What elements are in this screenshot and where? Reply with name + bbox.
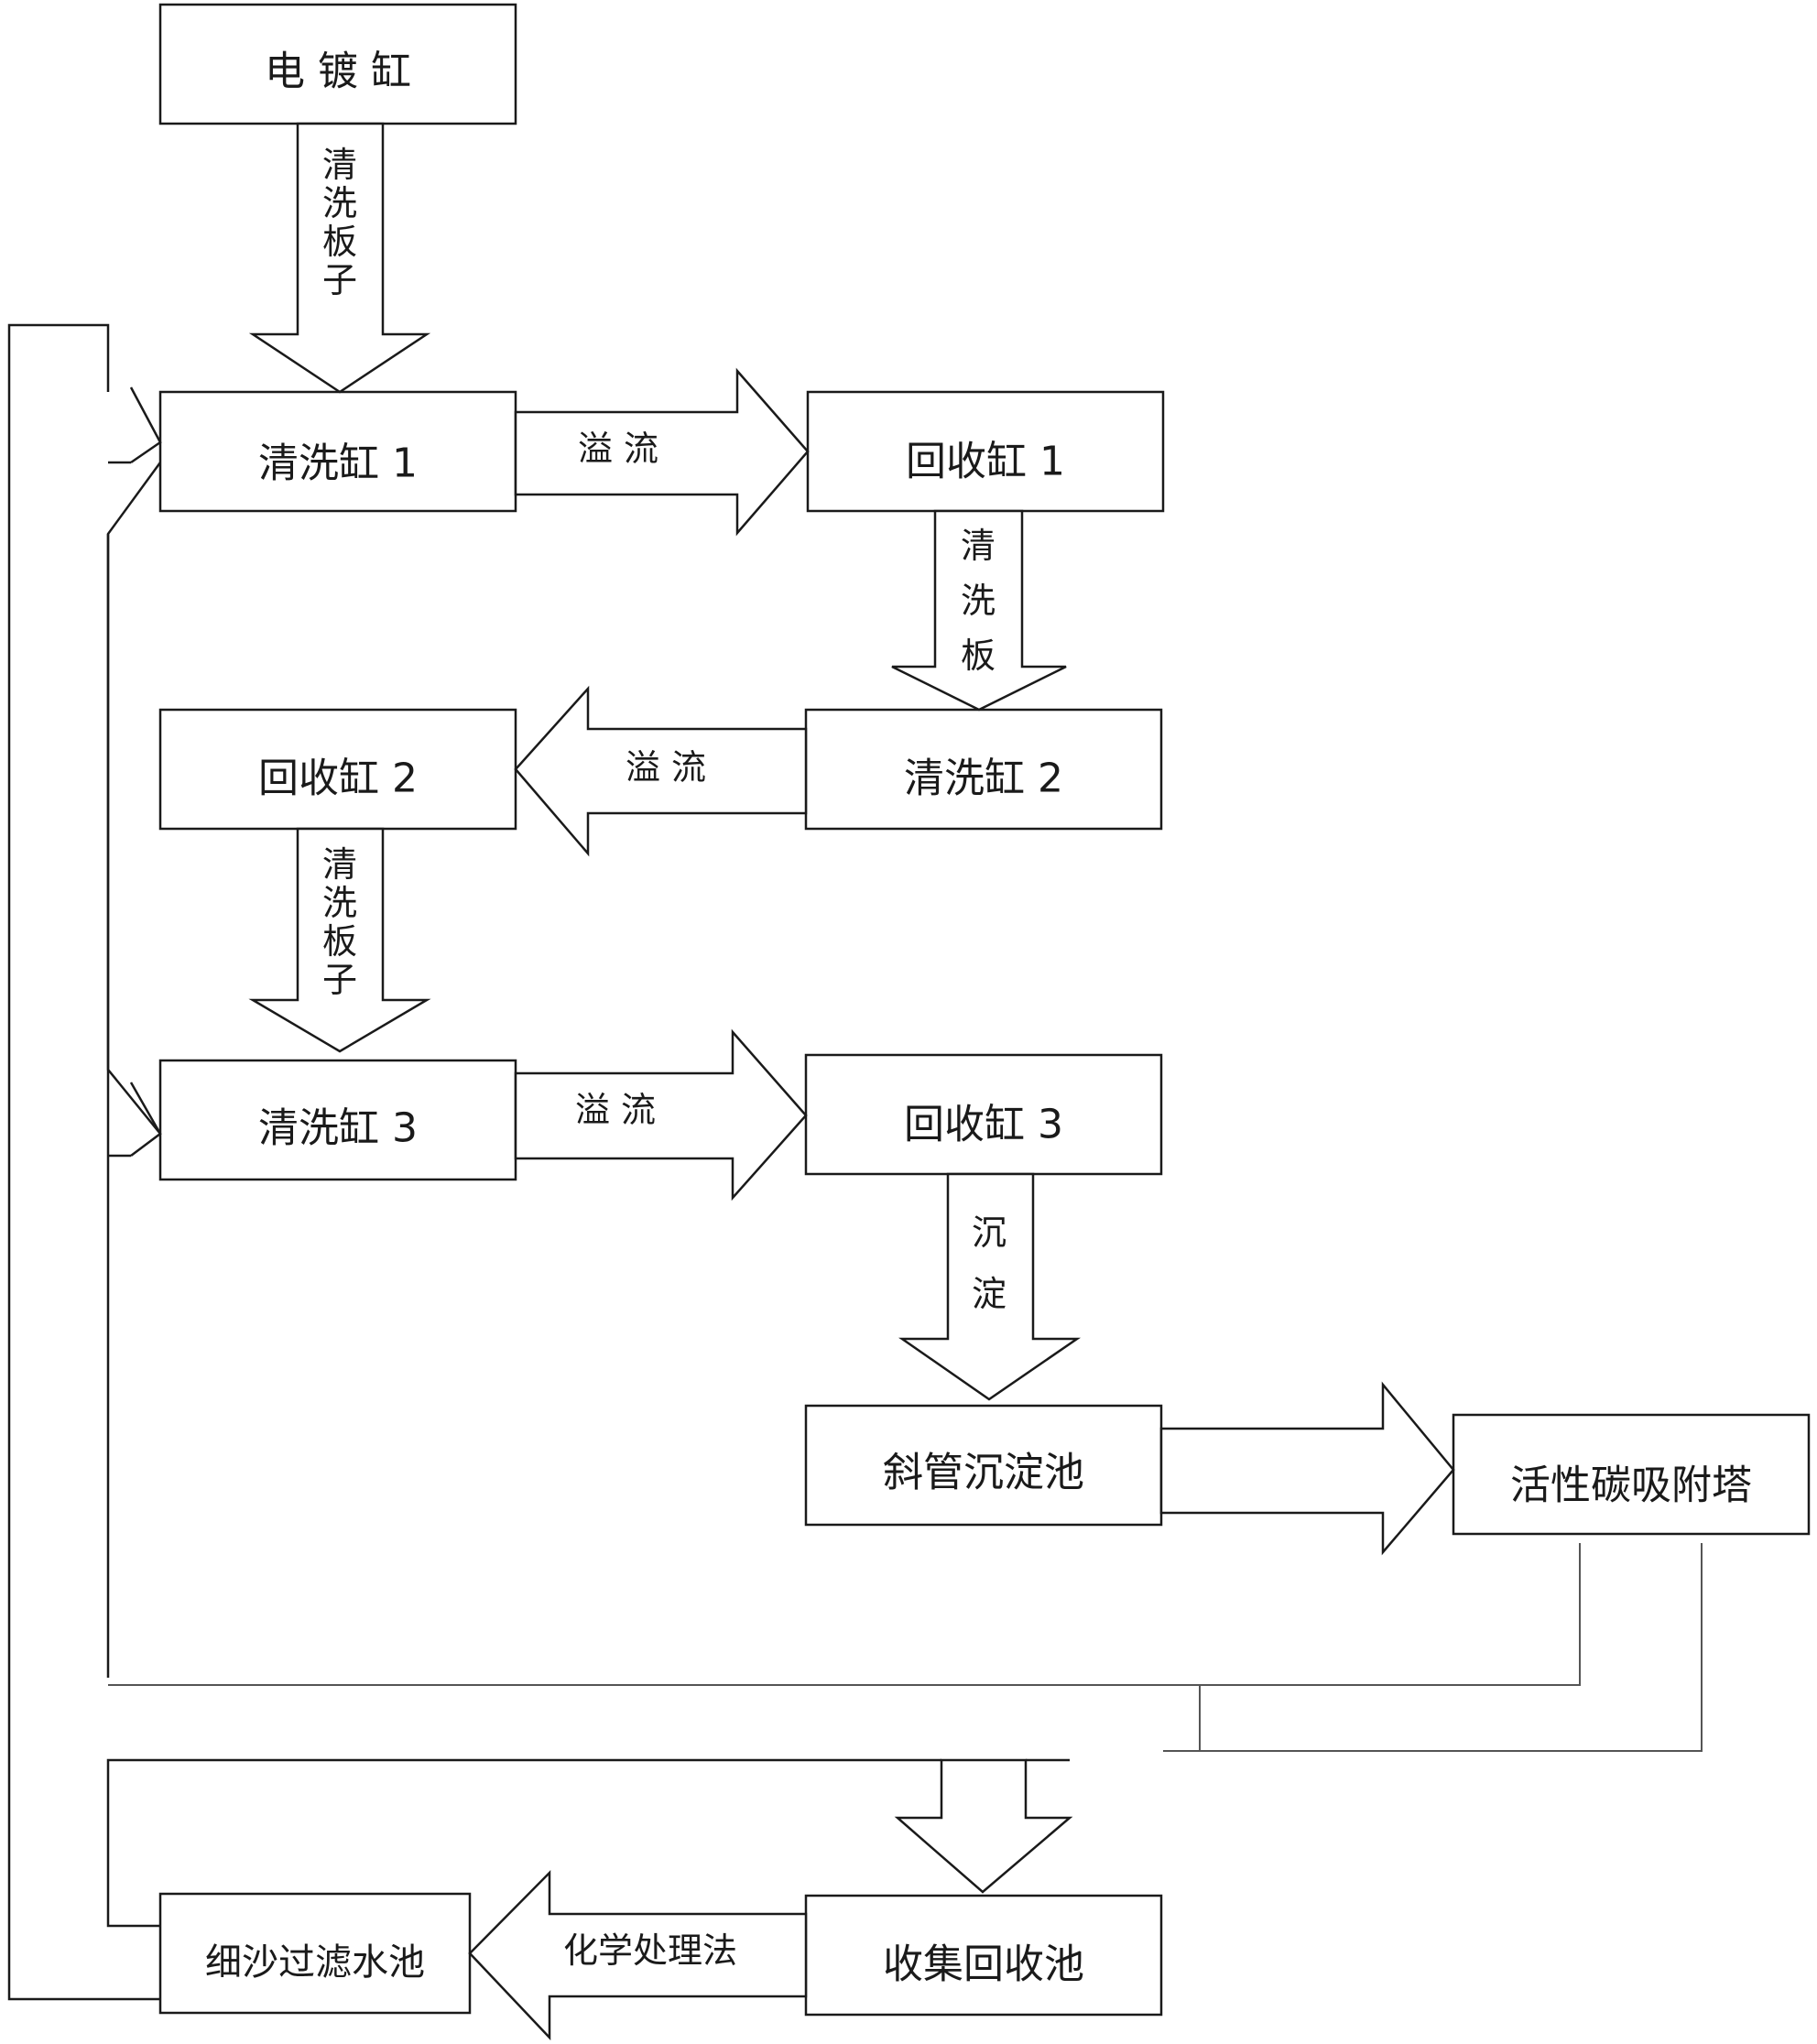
flow-label-char: 板 bbox=[322, 222, 357, 262]
node-recovery-tank-3-label: 回收缸 3 bbox=[904, 1102, 1063, 1148]
flow-arrow-into-collection-pool bbox=[894, 1758, 1073, 1894]
return-line-inner bbox=[106, 461, 162, 1678]
flow-label-char: 清 bbox=[961, 526, 996, 566]
node-fine-sand-filter-pool: 细沙过滤水池 bbox=[158, 1892, 472, 2015]
flow-arrow-rinse-3-to-recovery-3: 溢 流 bbox=[514, 1028, 808, 1201]
flow-label-chemical-treatment: 化学处理法 bbox=[563, 1930, 737, 1971]
flow-label-char: 洗 bbox=[322, 883, 357, 923]
flow-label-char: 子 bbox=[322, 260, 357, 300]
flow-label-char: 子 bbox=[322, 960, 357, 1000]
node-rinse-tank-2-label: 清洗缸 2 bbox=[904, 756, 1063, 802]
return-line-from-carbon-tower bbox=[108, 1543, 1703, 1752]
node-plating-tank-label: 电 镀 缸 bbox=[265, 49, 411, 95]
node-rinse-tank-1: 清洗缸 1 bbox=[158, 390, 517, 513]
node-inclined-tube-settler-label: 斜管沉淀池 bbox=[883, 1450, 1084, 1496]
node-collection-pool: 收集回收池 bbox=[804, 1894, 1163, 2017]
flow-arrow-recovery-3-to-settler: 沉 淀 bbox=[898, 1172, 1082, 1401]
flow-label-char: 板 bbox=[961, 636, 996, 676]
node-recovery-tank-2: 回收缸 2 bbox=[158, 708, 517, 831]
node-activated-carbon-tower-label: 活性碳吸附塔 bbox=[1510, 1462, 1752, 1509]
node-fine-sand-filter-pool-label: 细沙过滤水池 bbox=[205, 1941, 425, 1984]
node-rinse-tank-1-label: 清洗缸 1 bbox=[258, 440, 418, 487]
flow-label-char: 清 bbox=[322, 844, 357, 885]
node-recovery-tank-1: 回收缸 1 bbox=[806, 390, 1165, 513]
flow-arrow-rinse-1-to-recovery-1: 溢 流 bbox=[514, 367, 810, 537]
node-recovery-tank-2-label: 回收缸 2 bbox=[258, 756, 418, 802]
flow-label-overflow-2: 溢 流 bbox=[626, 747, 706, 788]
flow-label-char: 洗 bbox=[961, 581, 996, 621]
flow-arrow-settler-to-carbon-tower bbox=[1159, 1381, 1455, 1556]
flow-label-char: 板 bbox=[322, 921, 357, 962]
node-collection-pool-label: 收集回收池 bbox=[883, 1941, 1084, 1988]
flow-arrow-plating-to-rinse-1: 清 洗 板 子 bbox=[248, 122, 431, 394]
return-line-outer-loop bbox=[7, 323, 162, 2001]
node-rinse-tank-3-label: 清洗缸 3 bbox=[258, 1105, 418, 1152]
flow-arrow-recovery-1-to-rinse-2: 清 洗 板 bbox=[891, 509, 1067, 712]
node-plating-tank: 电 镀 缸 bbox=[158, 3, 517, 125]
node-rinse-tank-3: 清洗缸 3 bbox=[158, 1059, 517, 1181]
flow-label-char: 沉 bbox=[972, 1212, 1006, 1253]
node-rinse-tank-2: 清洗缸 2 bbox=[804, 708, 1163, 831]
return-line-filter-to-collection bbox=[106, 1758, 1070, 1928]
node-inclined-tube-settler: 斜管沉淀池 bbox=[804, 1404, 1163, 1527]
flow-label-overflow-1: 溢 流 bbox=[578, 429, 658, 469]
flow-arrow-collection-to-filter: 化学处理法 bbox=[468, 1869, 808, 2041]
node-activated-carbon-tower: 活性碳吸附塔 bbox=[1452, 1413, 1811, 1536]
node-recovery-tank-1-label: 回收缸 1 bbox=[906, 439, 1065, 485]
flow-label-char: 清 bbox=[322, 145, 357, 185]
flow-arrow-rinse-2-to-recovery-2: 溢 流 bbox=[514, 685, 808, 857]
flow-label-char: 洗 bbox=[322, 183, 357, 223]
flow-label-overflow-3: 溢 流 bbox=[575, 1090, 656, 1130]
flow-arrow-recovery-2-to-rinse-3: 清 洗 板 子 bbox=[248, 827, 431, 1053]
node-recovery-tank-3: 回收缸 3 bbox=[804, 1053, 1163, 1176]
flow-label-char: 淀 bbox=[972, 1274, 1006, 1314]
